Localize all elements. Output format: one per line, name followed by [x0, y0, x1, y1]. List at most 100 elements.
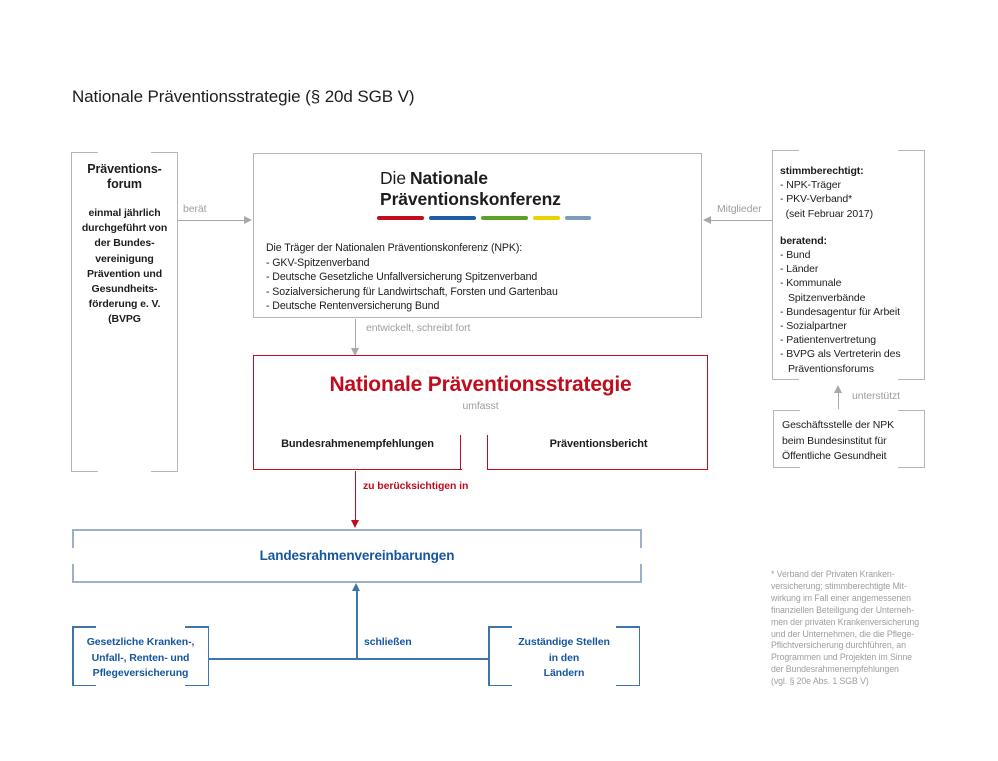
stimmberechtigt-header: stimmberechtigt:	[780, 165, 864, 177]
list-item: - Bundesagentur für Arbeit	[780, 305, 900, 318]
schliessen-label: schließen	[364, 636, 412, 648]
list-item: - Kommunale Spitzenverbände	[780, 277, 866, 304]
mitglieder-arrowhead-icon	[703, 216, 711, 224]
cell-divider-left	[460, 435, 461, 469]
bracket-line	[72, 564, 74, 583]
beruecksichtigen-arrow-line	[355, 471, 356, 521]
bar-red-icon	[377, 216, 424, 220]
list-item: - Sozialversicherung für Landwirtschaft,…	[266, 285, 558, 298]
gesetzliche-versicherung-text: Gesetzliche Kranken-, Unfall-, Renten- u…	[86, 636, 195, 679]
bracket-line	[924, 410, 925, 468]
bracket-line	[71, 471, 98, 472]
beratend-header: beratend:	[780, 234, 827, 247]
npk-logo-bars	[377, 216, 591, 220]
mitglieder-arrow-line	[711, 220, 772, 221]
npk-logo-die: Die	[380, 168, 406, 188]
bracket-line	[71, 152, 98, 153]
landesrahmen-box: Landesrahmenvereinbarungen	[72, 529, 642, 583]
list-item: - Patientenvertretung	[780, 334, 876, 347]
bracket-line	[488, 684, 512, 686]
schliessen-arrowhead-icon	[352, 583, 360, 591]
bracket-line	[773, 410, 800, 411]
beraet-label: berät	[183, 203, 207, 215]
praeventionsforum-title: Präventions- forum	[87, 162, 162, 191]
bracket-line	[488, 626, 512, 628]
bracket-line	[898, 410, 925, 411]
entwickelt-arrow-line	[355, 319, 356, 349]
bracket-line	[71, 152, 72, 472]
beruecksichtigen-label: zu berücksichtigen in	[363, 480, 469, 492]
bracket-line	[616, 684, 640, 686]
praeventionsforum-body: einmal jährlich durchgeführt von der Bun…	[81, 207, 168, 326]
praeventionsforum-box: Präventions- forum einmal jährlich durch…	[71, 152, 178, 472]
list-item: (seit Februar 2017)	[780, 207, 874, 220]
cell-divider-right	[487, 435, 488, 469]
footnote: * Verband der Privaten Kranken- versiche…	[771, 569, 919, 687]
list-item: - Deutsche Rentenversicherung Bund	[266, 300, 440, 313]
beraet-arrowhead-icon	[244, 216, 252, 224]
list-item: - Deutsche Gesetzliche Unfallversicherun…	[266, 271, 538, 284]
npk-traeger-list: - GKV-Spitzenverband - Deutsche Gesetzlic…	[266, 256, 558, 314]
bracket-line	[773, 410, 774, 468]
bracket-line	[72, 684, 96, 686]
npk-logo-line2: Präventionskonferenz	[380, 189, 561, 209]
bracket-line	[185, 684, 209, 686]
praeventionsbericht-cell: Präventionsbericht	[549, 438, 648, 450]
strategie-title: Nationale Präventionsstrategie	[329, 373, 632, 396]
bracket-line	[72, 529, 74, 548]
bracket-line	[640, 564, 642, 583]
umfasst-label: umfasst	[462, 400, 499, 412]
bar-blue-icon	[429, 216, 476, 220]
beraet-arrow-line	[178, 220, 245, 221]
beruecksichtigen-arrowhead-icon	[351, 520, 359, 528]
bar-green-icon	[481, 216, 528, 220]
schliessen-arrow-line	[356, 590, 358, 659]
bracket-line	[772, 379, 799, 380]
list-item: - GKV-Spitzenverband	[266, 256, 370, 269]
npk-logo-nationale: Nationale	[409, 168, 488, 188]
npk-traeger: Die Träger der Nationalen Präventionskon…	[266, 241, 558, 314]
zustaendige-stellen-text: Zuständige Stellen in den Ländern	[518, 636, 610, 679]
bracket-line	[898, 150, 925, 151]
bracket-line	[72, 626, 96, 628]
zustaendige-stellen-box: Zuständige Stellen in den Ländern	[488, 626, 640, 686]
mitglieder-box: stimmberechtigt: - NPK-Träger- PKV-Verba…	[772, 150, 925, 380]
bundesrahmenempfehlungen-cell: Bundesrahmenempfehlungen	[281, 438, 434, 450]
page-title: Nationale Präventionsstrategie (§ 20d SG…	[72, 87, 415, 106]
stimmberechtigt-list: - NPK-Träger- PKV-Verband* (seit Februar…	[780, 178, 921, 221]
geschaeftsstelle-box: Geschäftsstelle der NPK beim Bundesinsti…	[773, 410, 925, 468]
bracket-line	[185, 626, 209, 628]
bracket-line	[772, 150, 773, 380]
list-item: - PKV-Verband*	[780, 193, 853, 206]
bracket-line	[177, 152, 178, 472]
cell-bottom-gap	[462, 468, 487, 470]
bracket-line	[72, 529, 642, 531]
landesrahmen-title: Landesrahmenvereinbarungen	[259, 548, 455, 563]
bracket-line	[151, 152, 178, 153]
bracket-line	[898, 379, 925, 380]
entwickelt-label: entwickelt, schreibt fort	[366, 322, 471, 334]
bottom-connector-line	[209, 658, 488, 660]
mitglieder-label: Mitglieder	[717, 203, 762, 215]
beratend-list: - Bund- Länder- Kommunale Spitzenverbänd…	[780, 248, 921, 376]
list-item: - BVPG als Vertreterin des Präventionsfo…	[780, 348, 901, 375]
npk-traeger-header: Die Träger der Nationalen Präventionskon…	[266, 242, 523, 254]
bar-yellow-icon	[533, 216, 560, 220]
bracket-line	[488, 626, 490, 686]
strategie-box: Nationale Präventionsstrategie umfasst B…	[253, 355, 708, 470]
bracket-line	[773, 467, 800, 468]
bracket-line	[640, 529, 642, 548]
entwickelt-arrowhead-icon	[351, 348, 359, 356]
mitglieder-content: stimmberechtigt: - NPK-Träger- PKV-Verba…	[780, 164, 921, 376]
gesetzliche-versicherung-box: Gesetzliche Kranken-, Unfall-, Renten- u…	[72, 626, 209, 686]
bracket-line	[72, 626, 74, 686]
bracket-line	[772, 150, 799, 151]
bracket-line	[72, 581, 642, 583]
list-item: - NPK-Träger	[780, 179, 841, 192]
bar-slate-icon	[565, 216, 591, 220]
list-item: - Länder	[780, 263, 819, 276]
